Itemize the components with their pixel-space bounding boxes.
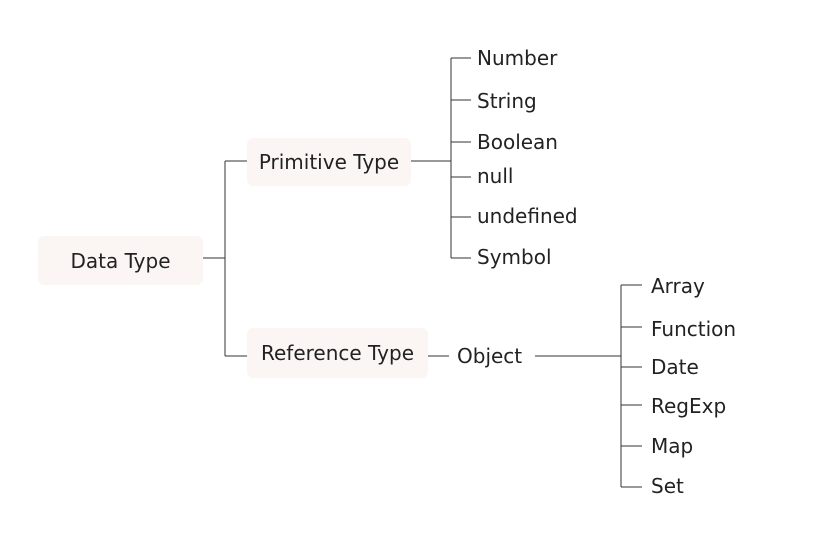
root-node-label: Data Type: [70, 248, 171, 273]
primitive-leaf-undefined: undefined: [477, 204, 578, 228]
primitive-leaf-boolean: Boolean: [477, 130, 558, 154]
reference-leaf-function: Function: [651, 317, 737, 341]
primitive-type-label: Primitive Type: [258, 150, 400, 174]
reference-leaf-map: Map: [651, 434, 694, 458]
reference-leaf-array: Array: [651, 274, 705, 298]
root-node-data-type: Data Type: [38, 236, 203, 285]
primitive-leaf-string: String: [477, 89, 537, 113]
reference-type-node: Reference Type: [247, 328, 428, 378]
reference-type-label: Reference Type: [260, 341, 414, 365]
primitive-type-node: Primitive Type: [247, 138, 411, 186]
primitive-leaf-symbol: Symbol: [477, 245, 552, 269]
object-node-label: Object: [457, 344, 523, 368]
primitive-leaf-number: Number: [477, 46, 558, 70]
primitive-leaf-null: null: [477, 164, 514, 188]
reference-leaf-regexp: RegExp: [651, 394, 727, 418]
reference-leaf-date: Date: [651, 355, 699, 379]
reference-leaf-set: Set: [651, 474, 684, 498]
